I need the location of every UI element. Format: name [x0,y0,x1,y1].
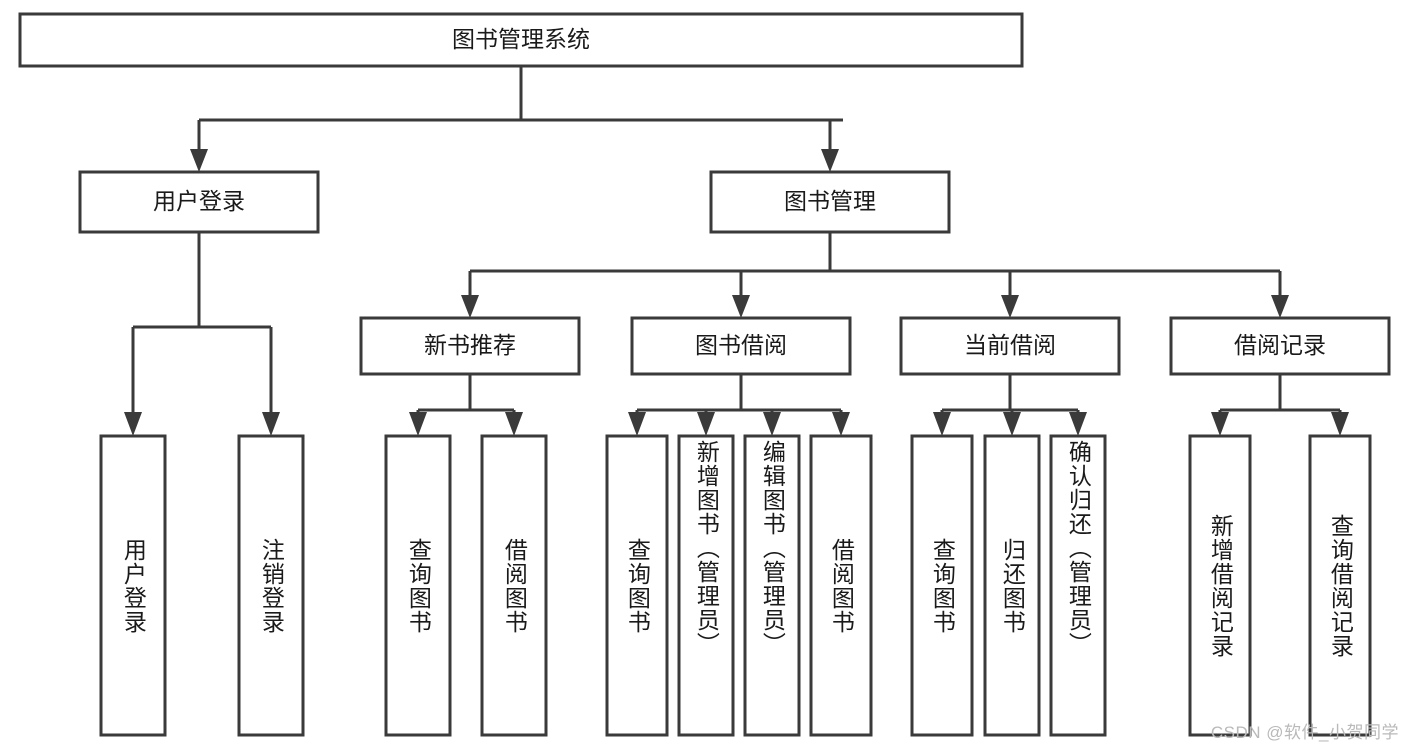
arrow-to-leaf-borrow-book-1 [505,412,523,436]
leaf-box-user-login[interactable] [99,434,167,737]
arrow-to-record [1271,295,1289,318]
connector-group-new-book [409,374,523,436]
arrow-to-new-book [461,295,479,318]
node-borrow-record-label: 借阅记录 [1234,332,1326,358]
leaf-box-query-record[interactable] [1308,434,1372,737]
arrow-to-borrow [732,295,750,318]
leaf-box-return-book[interactable] [983,434,1041,737]
arrow-to-leaf-confirm-return [1069,412,1087,436]
connector-group-user-login [124,232,280,436]
arrow-to-book-mgmt [821,149,839,172]
connector-group-root [190,66,843,172]
arrow-to-leaf-query-book-2 [628,412,646,436]
node-book-management-label: 图书管理 [784,188,876,214]
arrow-to-leaf-user-login [124,412,142,436]
node-current-borrow-label: 当前借阅 [964,332,1056,358]
node-current-borrow-box[interactable] [899,316,1121,376]
arrow-to-leaf-query-record [1331,412,1349,436]
arrow-to-leaf-add-book [697,412,715,436]
arrow-to-leaf-return-book [1003,412,1021,436]
arrow-to-leaf-query-book-3 [933,412,951,436]
connector-group-record [1211,374,1349,436]
arrow-to-leaf-edit-book [763,412,781,436]
arrow-to-leaf-add-record [1211,412,1229,436]
arrow-to-leaf-logout [262,412,280,436]
node-user-login-label: 用户登录 [153,188,245,214]
arrow-to-leaf-query-book-1 [409,412,427,436]
leaf-boxes [99,434,1372,737]
leaf-box-confirm-return[interactable] [1049,434,1107,737]
node-book-borrow[interactable]: 图书借阅 [630,316,852,376]
leaf-box-query-book-1[interactable] [384,434,452,737]
node-new-book-recommend-box[interactable] [359,316,581,376]
connector-group-current [933,374,1087,436]
leaf-box-query-book-3[interactable] [910,434,974,737]
leaf-box-add-book[interactable] [677,434,735,737]
node-borrow-record-box[interactable] [1169,316,1391,376]
node-root-label: 图书管理系统 [452,26,590,52]
node-book-management-box[interactable] [709,170,951,234]
arrow-to-current [1001,295,1019,318]
node-user-login[interactable]: 用户登录 [78,170,320,234]
connector-group-book-mgmt [461,232,1289,318]
arrow-to-user-login [190,149,208,172]
node-borrow-record[interactable]: 借阅记录 [1169,316,1391,376]
node-new-book-recommend[interactable]: 新书推荐 [359,316,581,376]
node-new-book-recommend-label: 新书推荐 [424,332,516,358]
leaf-box-add-record[interactable] [1188,434,1252,737]
leaf-box-borrow-book-2[interactable] [809,434,873,737]
connector-group-borrow [628,374,850,436]
node-current-borrow[interactable]: 当前借阅 [899,316,1121,376]
leaf-box-query-book-2[interactable] [605,434,669,737]
node-book-borrow-label: 图书借阅 [695,332,787,358]
node-root-box[interactable] [18,12,1024,68]
leaf-box-logout[interactable] [237,434,305,737]
node-user-login-box[interactable] [78,170,320,234]
node-book-management[interactable]: 图书管理 [709,170,951,234]
node-root[interactable]: 图书管理系统 [18,12,1024,68]
node-book-borrow-box[interactable] [630,316,852,376]
csdn-watermark: CSDN @软件_小贺同学 [1210,723,1399,742]
leaf-box-borrow-book-1[interactable] [480,434,548,737]
leaf-box-edit-book[interactable] [743,434,801,737]
arrow-to-leaf-borrow-book-2 [832,412,850,436]
